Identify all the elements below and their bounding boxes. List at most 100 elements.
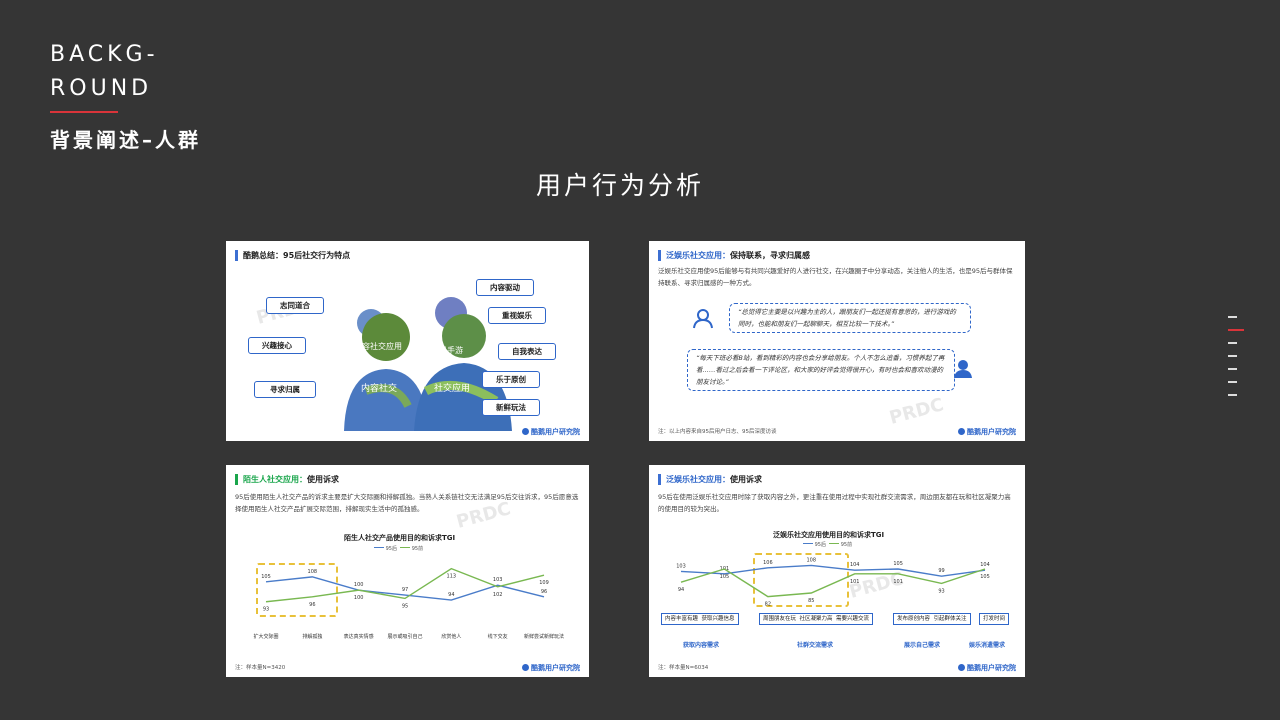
series-line — [265, 576, 545, 601]
user-icon — [693, 309, 713, 329]
panel-belonging: PRDC 泛娱乐社交应用：保持联系，寻求归属感 泛娱乐社交应用使95后能够与有共… — [649, 241, 1025, 441]
brand-name: 酷鹅用户研究院 — [967, 428, 1016, 436]
quote-2: “每天下班必看B站，看到精彩的内容也会分享给朋友。个人不怎么追番，习惯养起了再看… — [687, 349, 955, 391]
panel-stranger-social: PRDC 陌生人社交应用：使用诉求 95后使用陌生人社交产品的诉求主要是扩大交际… — [226, 465, 589, 677]
purpose-label: 发布原创内容 — [897, 616, 931, 622]
svg-text:社交应用: 社交应用 — [434, 382, 470, 394]
data-label: 105 — [980, 574, 990, 580]
data-label: 93 — [263, 607, 269, 613]
category-label: 排解孤独 — [302, 633, 322, 640]
panel-pan-entertainment: PRDC 泛娱乐社交应用：使用诉求 95后在使用泛娱乐社交应用时除了获取内容之外… — [649, 465, 1025, 677]
page-title: 用户行为分析 — [535, 171, 704, 200]
nav-dot-active[interactable] — [1228, 329, 1244, 331]
data-label: 94 — [448, 592, 454, 598]
data-label: 97 — [402, 587, 408, 593]
slide-nav[interactable] — [1228, 316, 1244, 407]
panel-title: 陌生人社交应用：使用诉求 — [235, 474, 339, 485]
brand-logo: 酷鹅用户研究院 — [958, 427, 1016, 437]
panel-paragraph: 泛娱乐社交应用使95后能够与有共同兴趣爱好的人进行社交，在兴趣圈子中分享动态，关… — [658, 267, 1013, 287]
logo-icon — [522, 428, 529, 435]
logo-icon — [522, 664, 529, 671]
data-label: 108 — [308, 569, 318, 575]
bubble-interest: 兴趣接心 — [248, 337, 306, 354]
purpose-label: 内容丰富有趣 — [665, 616, 699, 622]
data-label: 85 — [808, 598, 814, 604]
bubble-self-expression: 自我表达 — [498, 343, 556, 360]
data-label: 113 — [447, 574, 457, 580]
purpose-label: 打发时间 — [983, 616, 1006, 622]
header-line2: ROUND — [50, 76, 153, 101]
panel-title-accent: 陌生人社交应用： — [243, 475, 307, 484]
tgi-line-chart: 105108100979410396939610095113102109扩大交际… — [253, 567, 564, 640]
bubble-content-driven: 内容驱动 — [476, 279, 534, 296]
legend-95-before: 95前 — [411, 546, 424, 552]
panel-title-accent: 泛娱乐社交应用： — [666, 251, 730, 260]
nav-dot[interactable] — [1228, 394, 1237, 396]
chart-legend: 95后 95前 — [803, 541, 852, 548]
data-label: 95 — [402, 603, 408, 609]
panel-title: 酷鹅总结：95后社交行为特点 — [235, 250, 350, 261]
data-label: 94 — [678, 587, 684, 593]
sample-note: 注：样本量N=6034 — [658, 665, 709, 671]
source-note: 注：以上内容来自95后用户日志、95后深度访谈 — [658, 429, 777, 435]
brand-name: 酷鹅用户研究院 — [531, 428, 580, 436]
data-label: 96 — [541, 589, 547, 595]
purpose-box: 打发时间 — [979, 613, 1010, 625]
chart-title: 陌生人社交产品使用目的和诉求TGI — [344, 534, 456, 542]
data-label: 103 — [493, 577, 503, 583]
sample-note: 注：样本量N=3420 — [235, 665, 286, 671]
panel-title-text: 使用诉求 — [307, 475, 339, 484]
category-label: 欣赏他人 — [441, 633, 461, 640]
purpose-label: 周围朋友在玩 — [763, 616, 797, 622]
brand-logo: 酷鹅用户研究院 — [522, 663, 580, 673]
data-label: 103 — [676, 563, 686, 569]
bubble-like-minded: 志同道合 — [266, 297, 324, 314]
nav-dot[interactable] — [1228, 368, 1237, 370]
brand-logo: 酷鹅用户研究院 — [958, 663, 1016, 673]
brand-logo: 酷鹅用户研究院 — [522, 427, 580, 437]
nav-dot[interactable] — [1228, 355, 1237, 357]
highlight-box — [753, 553, 849, 607]
nav-dot[interactable] — [1228, 342, 1237, 344]
panel-title: 泛娱乐社交应用：保持联系，寻求归属感 — [658, 250, 810, 261]
legend-95-after: 95后 — [814, 542, 826, 548]
nav-dot[interactable] — [1228, 381, 1237, 383]
purpose-label: 引起群体关注 — [933, 616, 967, 622]
group-label: 娱乐消遣需求 — [969, 642, 1006, 649]
chart-legend: 95后 95前 — [374, 545, 423, 552]
group-label: 社群交流需求 — [797, 642, 834, 649]
brand-name: 酷鹅用户研究院 — [531, 664, 580, 672]
watermark: PRDC — [887, 394, 946, 429]
category-label: 扩大交际圈 — [253, 633, 278, 640]
svg-text:内容社交: 内容社交 — [361, 382, 397, 394]
header-underline — [50, 111, 118, 113]
panel-title-text: 95后社交行为特点 — [283, 251, 351, 260]
nav-dot[interactable] — [1228, 316, 1237, 318]
bubble-originality: 乐于原创 — [482, 371, 540, 388]
data-label: 100 — [354, 582, 364, 588]
data-label: 106 — [763, 560, 773, 566]
panel-summary: PRDC 酷鹅总结：95后社交行为特点 内容社交应用 开黑手游 内容社交 社交应… — [226, 241, 589, 441]
panel-paragraph: 95后在使用泛娱乐社交应用时除了获取内容之外，更注重在使用过程中实现社群交流需求… — [658, 493, 1011, 513]
data-label: 99 — [938, 568, 944, 574]
bubble-new-play: 新鲜玩法 — [482, 399, 540, 416]
purpose-box: 周围朋友在玩 社区凝聚力高 需要兴趣交流 — [759, 613, 874, 625]
bubble-belonging: 寻求归属 — [254, 381, 316, 398]
data-label: 104 — [850, 562, 860, 568]
user-icon — [954, 360, 972, 378]
purpose-label: 社区凝聚力高 — [799, 616, 833, 622]
series-line — [680, 568, 986, 598]
brand-name: 酷鹅用户研究院 — [967, 664, 1016, 672]
purpose-box: 内容丰富有趣 获取兴趣信息 — [661, 613, 739, 625]
legend-95-after: 95后 — [385, 546, 397, 552]
data-label: 82 — [765, 602, 771, 608]
category-label: 新鲜尝试新鲜玩法 — [524, 633, 564, 640]
data-label: 105 — [720, 574, 730, 580]
svg-text:开黑手游: 开黑手游 — [431, 345, 463, 355]
logo-icon — [958, 664, 965, 671]
data-label: 105 — [893, 561, 903, 567]
data-label: 101 — [893, 579, 903, 585]
group-label: 获取内容需求 — [683, 642, 720, 649]
data-label: 93 — [938, 588, 944, 594]
data-label: 109 — [539, 580, 549, 586]
